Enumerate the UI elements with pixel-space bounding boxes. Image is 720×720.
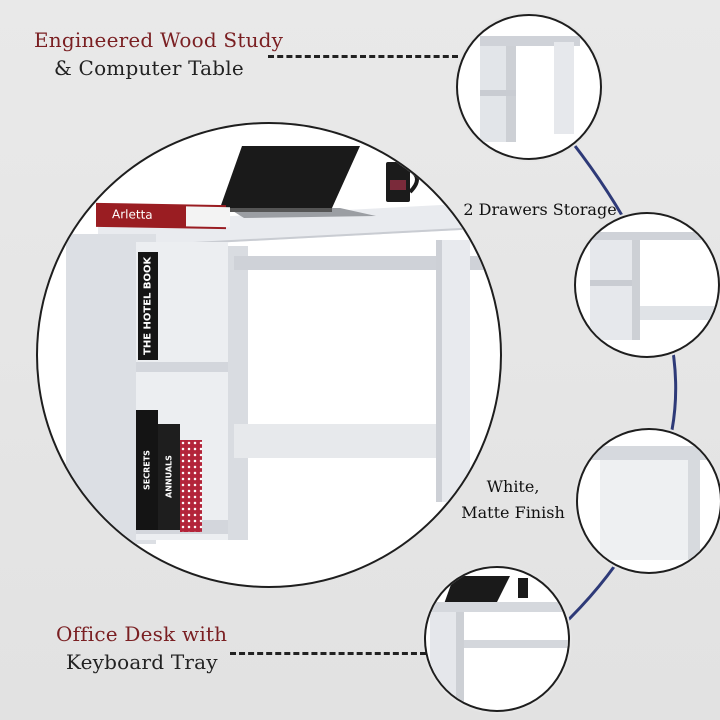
callout-title: Office Desk with xyxy=(56,622,228,646)
laptop-icon xyxy=(220,146,376,218)
detail-circle-finish xyxy=(576,428,720,574)
detail-circle-frame xyxy=(456,14,602,160)
mug-icon xyxy=(386,162,419,202)
red-book: Arletta xyxy=(96,202,230,230)
main-desk-image: Arletta THE HOTEL BOOK SECRETS ANNUALS xyxy=(36,122,502,588)
book-spine-hotel: THE HOTEL BOOK xyxy=(138,252,158,360)
detail-circle-keyboard-tray xyxy=(424,566,570,712)
book-title: Arletta xyxy=(112,207,153,222)
dashed-leader-bottom xyxy=(230,652,426,655)
book-spine-secrets: SECRETS xyxy=(136,410,158,530)
book-red-pattern xyxy=(180,440,202,532)
mug-icon xyxy=(518,578,528,598)
label-finish: White, Matte Finish xyxy=(461,477,565,522)
dashed-leader-top xyxy=(268,55,458,58)
detail-circle-storage xyxy=(574,212,720,358)
callout-title: Engineered Wood Study xyxy=(34,28,284,52)
callout-subtitle: Keyboard Tray xyxy=(66,650,218,674)
callout-subtitle: & Computer Table xyxy=(54,56,244,80)
book-spine-annuals: ANNUALS xyxy=(158,424,180,530)
label-drawers-storage: 2 Drawers Storage xyxy=(463,200,617,219)
callout-office-desk: Office Desk with Keyboard Tray xyxy=(56,620,227,676)
callout-engineered-wood: Engineered Wood Study & Computer Table xyxy=(34,26,283,82)
